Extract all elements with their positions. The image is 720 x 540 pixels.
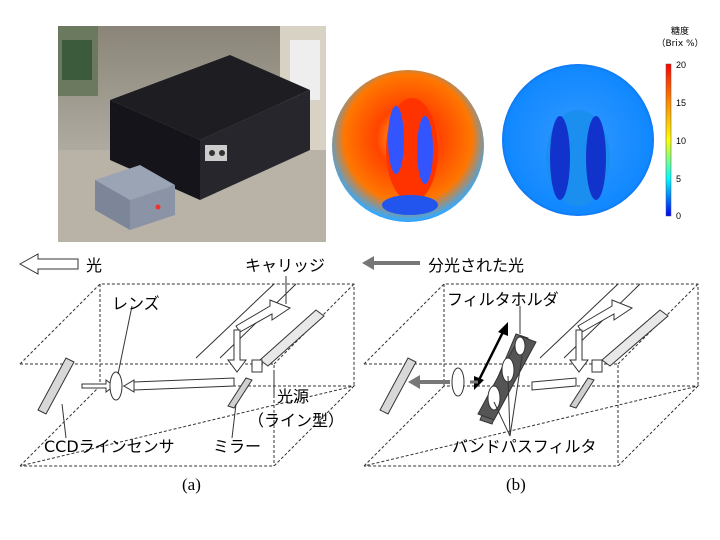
- light-legend: 光: [18, 253, 102, 275]
- colorbar-tick: 20: [676, 60, 686, 70]
- colorbar: 糖度 （Brix %） 20 15 10 5 0: [656, 25, 703, 221]
- ccd-label: CCDラインセンサ: [44, 437, 175, 456]
- gray-arrowhead-icon: [362, 256, 374, 270]
- colorbar-tick: 10: [676, 136, 686, 146]
- colorbar-tick: 0: [676, 211, 681, 221]
- colorbar-tick: 15: [676, 98, 686, 108]
- dispersed-light-label: 分光された光: [428, 256, 524, 275]
- brix-map-fruit-1: [332, 70, 484, 222]
- device-photo: [58, 26, 326, 242]
- diagram-a: キャリッジ レンズ 光源 （ライン型） CCDラインセンサ ミラー (a): [19, 256, 356, 494]
- caption-b: (b): [506, 475, 526, 494]
- bandpass-filter-label: バンドパスフィルタ: [452, 437, 596, 456]
- colorbar-gradient: [665, 63, 672, 217]
- caption-a: (a): [182, 475, 201, 494]
- mirror-label: ミラー: [213, 437, 261, 456]
- filter-holder-label: フィルタホルダ: [447, 290, 559, 309]
- light-source-type-label: （ライン型）: [248, 411, 344, 430]
- colorbar-unit: （Brix %）: [656, 38, 703, 49]
- carriage-label: キャリッジ: [245, 256, 325, 275]
- hollow-arrow-icon: [18, 253, 79, 275]
- brix-map-fruit-2: [502, 64, 654, 216]
- colorbar-tick: 5: [676, 174, 681, 184]
- diagram-b: フィルタホルダ バンドパスフィルタ (b): [363, 283, 700, 494]
- dispersed-light-legend: 分光された光: [362, 256, 524, 275]
- colorbar-title: 糖度: [671, 25, 689, 37]
- lens-label: レンズ: [112, 294, 160, 313]
- light-source-label: 光源: [277, 387, 309, 406]
- light-label: 光: [86, 256, 102, 275]
